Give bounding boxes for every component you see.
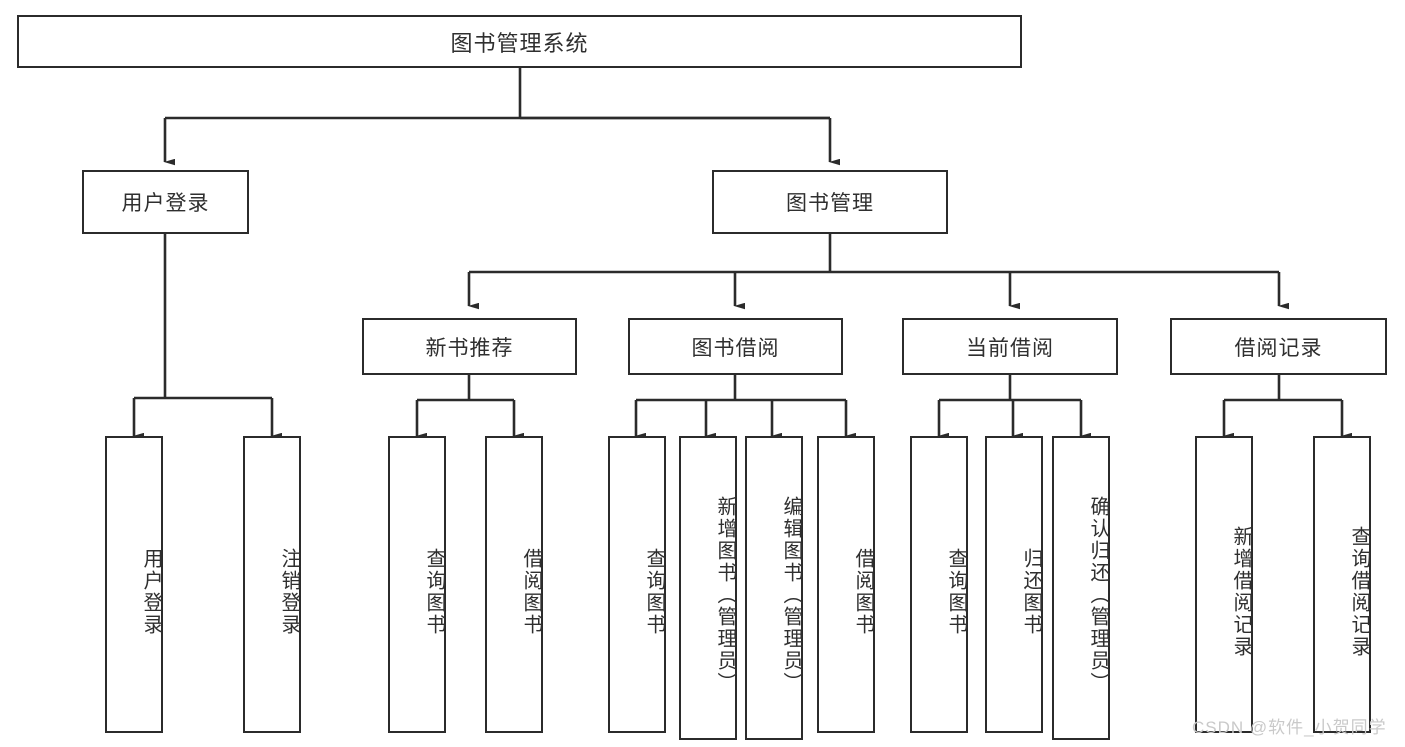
leaf-user-login-label: 用户登录 (140, 547, 162, 636)
leaf-query-book-borrow-label: 查询图书 (643, 547, 665, 636)
leaf-add-borrow-record-label: 新增借阅记录 (1230, 525, 1252, 658)
leaf-logout[interactable]: 注销登录 (243, 436, 301, 733)
node-book-borrow[interactable]: 图书借阅 (628, 318, 843, 375)
csdn-watermark: CSDN @软件_小贺同学 (1192, 718, 1387, 737)
leaf-edit-book-admin-label: 编辑图书（管理员） (780, 496, 802, 694)
node-new-book-recommend[interactable]: 新书推荐 (362, 318, 577, 375)
leaf-add-book-admin[interactable]: 新增图书（管理员） (679, 436, 737, 740)
leaf-borrow-book-borrow-label: 借阅图书 (852, 547, 874, 636)
node-book-management[interactable]: 图书管理 (712, 170, 948, 234)
node-user-login-label: 用户登录 (121, 192, 210, 215)
leaf-add-book-admin-label: 新增图书（管理员） (714, 496, 736, 694)
node-root[interactable]: 图书管理系统 (17, 15, 1022, 68)
leaf-borrow-book-newbook-label: 借阅图书 (520, 547, 542, 636)
leaf-query-book-current[interactable]: 查询图书 (910, 436, 968, 733)
leaf-query-book-borrow[interactable]: 查询图书 (608, 436, 666, 733)
leaf-logout-label: 注销登录 (278, 547, 300, 636)
leaf-edit-book-admin[interactable]: 编辑图书（管理员） (745, 436, 803, 740)
leaf-query-book-newbook-label: 查询图书 (423, 547, 445, 636)
leaf-query-book-current-label: 查询图书 (945, 547, 967, 636)
leaf-borrow-book-newbook[interactable]: 借阅图书 (485, 436, 543, 733)
leaf-return-book[interactable]: 归还图书 (985, 436, 1043, 733)
node-current-borrow[interactable]: 当前借阅 (902, 318, 1118, 375)
node-borrow-record-label: 借阅记录 (1234, 336, 1323, 360)
node-borrow-record[interactable]: 借阅记录 (1170, 318, 1387, 375)
leaf-query-borrow-record[interactable]: 查询借阅记录 (1313, 436, 1371, 733)
node-book-management-label: 图书管理 (786, 192, 874, 215)
node-current-borrow-label: 当前借阅 (966, 336, 1054, 360)
leaf-user-login[interactable]: 用户登录 (105, 436, 163, 733)
leaf-query-borrow-record-label: 查询借阅记录 (1348, 525, 1370, 658)
node-user-login[interactable]: 用户登录 (82, 170, 249, 234)
leaf-confirm-return-admin[interactable]: 确认归还（管理员） (1052, 436, 1110, 740)
node-book-borrow-label: 图书借阅 (691, 336, 780, 360)
leaf-query-book-newbook[interactable]: 查询图书 (388, 436, 446, 733)
leaf-borrow-book-borrow[interactable]: 借阅图书 (817, 436, 875, 733)
leaf-add-borrow-record[interactable]: 新增借阅记录 (1195, 436, 1253, 733)
leaf-return-book-label: 归还图书 (1020, 547, 1042, 636)
node-new-book-recommend-label: 新书推荐 (425, 336, 514, 360)
node-root-label: 图书管理系统 (450, 30, 589, 56)
leaf-confirm-return-admin-label: 确认归还（管理员） (1087, 496, 1109, 694)
